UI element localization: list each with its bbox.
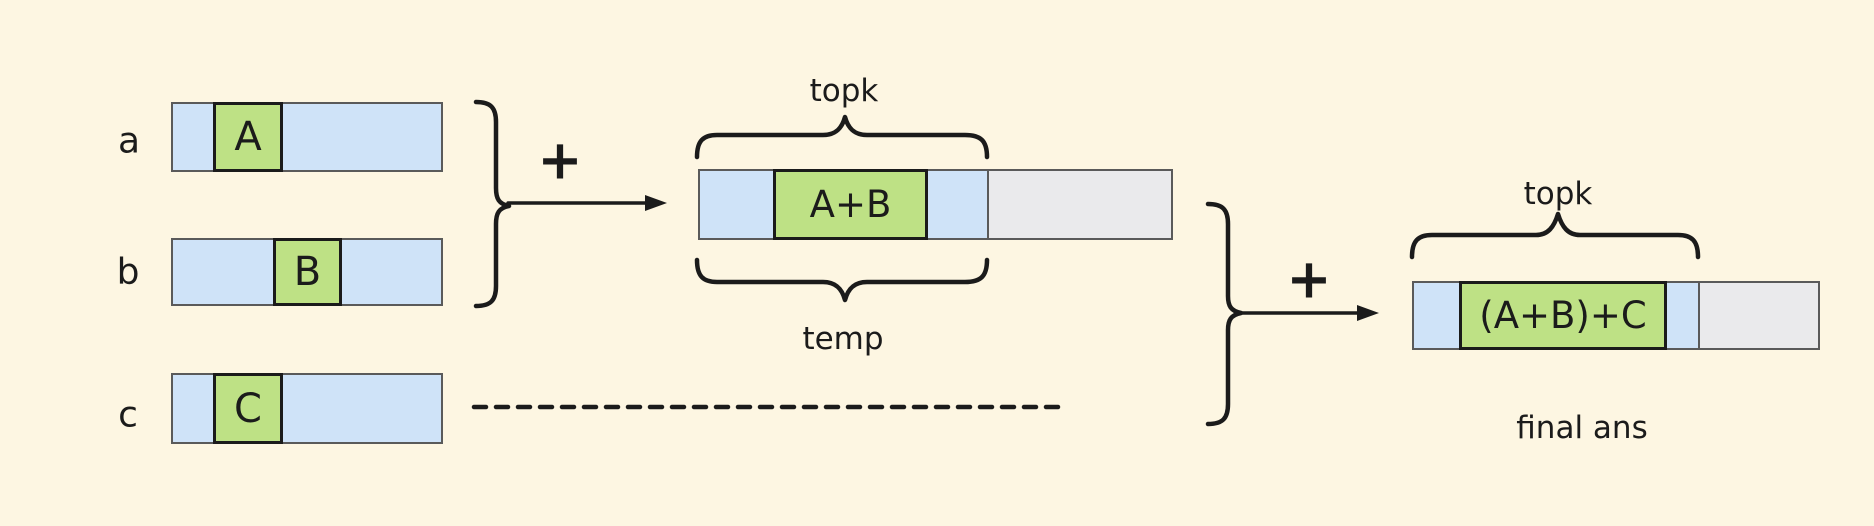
arrow-to-temp-head — [645, 195, 667, 211]
temp-under-brace-path — [694, 257, 990, 303]
temp-label: temp — [802, 321, 884, 357]
row-b-seg-highlight: B — [273, 238, 342, 306]
arrow-to-final-icon — [1240, 305, 1379, 321]
final-bar: (A+B)+C — [1412, 281, 1820, 350]
brace-group-ab-path — [473, 99, 512, 309]
row-c-bar: C — [171, 373, 443, 444]
plus-operator-ab: + — [537, 128, 583, 192]
final-cell-label: (A+B)+C — [1479, 294, 1647, 337]
row-a-label: a — [117, 120, 141, 162]
final-seg-unused — [1698, 283, 1818, 348]
row-c-seg-right — [283, 375, 441, 442]
row-b-cell-label: B — [293, 249, 322, 295]
temp-bar: A+B — [698, 169, 1173, 240]
temp-seg-blue-right — [928, 171, 987, 238]
row-c-label: c — [118, 394, 138, 436]
final-seg-blue-left — [1414, 283, 1459, 348]
row-c-seg-highlight: C — [213, 373, 283, 444]
row-a-seg-left — [173, 104, 213, 170]
final-seg-blue-right — [1667, 283, 1698, 348]
arrow-to-final-head — [1357, 305, 1379, 321]
temp-topk-brace-icon — [694, 114, 990, 160]
row-b-seg-right — [342, 240, 441, 304]
final-topk-brace-path — [1409, 211, 1701, 260]
temp-under-brace-icon — [694, 257, 990, 303]
row-b-seg-left — [173, 240, 273, 304]
temp-cell-label: A+B — [809, 183, 892, 226]
brace-group-ab-icon — [473, 99, 512, 309]
temp-topk-label: topk — [809, 73, 879, 109]
temp-seg-highlight: A+B — [773, 169, 928, 240]
dashed-connector-icon — [471, 404, 1065, 410]
row-b-bar: B — [171, 238, 443, 306]
row-a-seg-highlight: A — [213, 102, 283, 172]
final-topk-brace-icon — [1409, 211, 1701, 260]
final-seg-highlight: (A+B)+C — [1459, 281, 1667, 350]
row-c-seg-left — [173, 375, 213, 442]
plus-operator-final: + — [1286, 247, 1332, 311]
final-topk-label: topk — [1523, 176, 1593, 212]
brace-group-temp-c-path — [1205, 201, 1244, 427]
temp-seg-unused — [987, 171, 1171, 238]
row-c-cell-label: C — [234, 385, 262, 432]
row-a-cell-label: A — [234, 114, 262, 160]
row-a-seg-right — [283, 104, 441, 170]
temp-topk-brace-path — [694, 114, 990, 160]
row-b-label: b — [116, 251, 140, 293]
arrow-to-temp-icon — [506, 195, 667, 211]
row-a-bar: A — [171, 102, 443, 172]
temp-seg-blue-left — [700, 171, 773, 238]
final-ans-label: final ans — [1516, 410, 1648, 446]
